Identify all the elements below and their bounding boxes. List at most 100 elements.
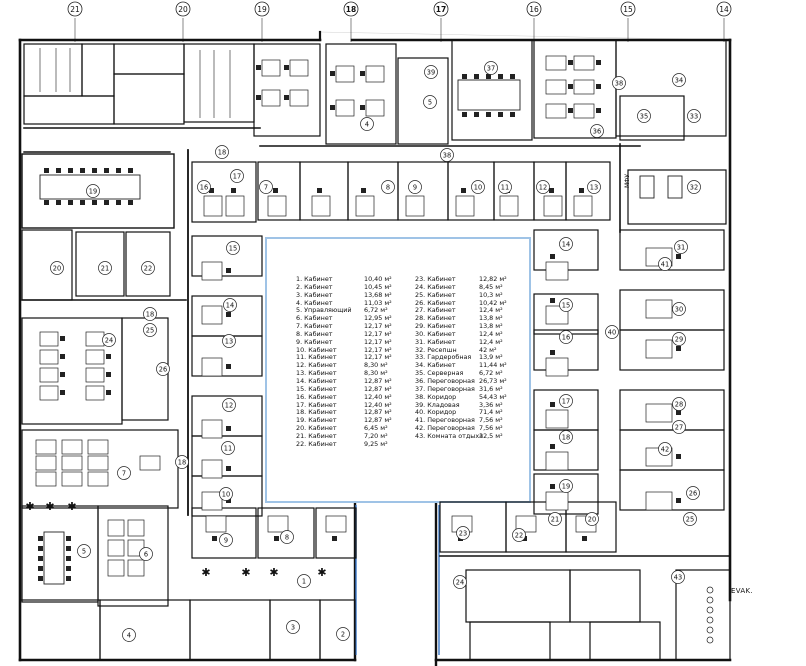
room-marker-label: 36 (593, 128, 601, 136)
room-marker-circle (175, 455, 189, 469)
room-outline (23, 95, 115, 125)
legend-room-area: 42 м² (479, 345, 497, 354)
legend-room-name: 25. Кабинет (415, 290, 456, 299)
chair (550, 298, 555, 303)
desk (107, 559, 125, 577)
room-marker-circle (156, 362, 170, 376)
room-marker-circle (219, 487, 233, 501)
legend-room-area: 3,36 м² (479, 400, 503, 409)
room-outline (189, 599, 271, 661)
legend-room-name: 18. Кабинет (296, 408, 337, 417)
axis-bubble (254, 1, 270, 17)
room-marker-label: 16 (200, 184, 208, 192)
room-marker-circle (683, 512, 697, 526)
legend-room-name: 10. Кабинет (296, 345, 337, 354)
room-marker-circle (658, 257, 672, 271)
chair (68, 168, 73, 173)
room-marker-circle (98, 261, 112, 275)
room-outline (589, 621, 661, 661)
chair (44, 168, 49, 173)
room-marker-circle (286, 620, 300, 634)
axis-label: 20 (178, 5, 188, 14)
plant-icon: ✱ (25, 500, 34, 513)
room-marker-label: 25 (146, 327, 154, 335)
desk (267, 515, 289, 533)
room-marker-circle (559, 298, 573, 312)
legend-room-name: 15. Кабинет (296, 384, 337, 393)
room-marker-circle (222, 398, 236, 412)
chair (550, 350, 555, 355)
room-marker-circle (223, 298, 237, 312)
lounge-seat (706, 606, 714, 614)
room-marker-circle (484, 61, 498, 75)
desk (205, 515, 227, 533)
desk (365, 65, 385, 83)
desk (365, 99, 385, 117)
room-marker-label: 33 (690, 113, 698, 121)
legend-room-area: 6,72 м² (364, 306, 388, 315)
room-marker-circle (590, 124, 604, 138)
chair (226, 426, 231, 431)
room-marker-label: 12 (539, 184, 547, 192)
legend-room-area: 7,56 м² (479, 416, 503, 425)
chair (284, 65, 289, 70)
room-marker-label: 14 (226, 302, 234, 310)
room-marker-label: 17 (562, 398, 570, 406)
legend-room-area: 10,42 м² (479, 298, 507, 307)
desk (39, 367, 59, 383)
chair (226, 312, 231, 317)
room-marker-circle (139, 547, 153, 561)
mfu-label: МФУ (624, 174, 631, 188)
table (457, 79, 521, 111)
courtyard (265, 237, 531, 503)
chair (330, 105, 335, 110)
desk (201, 357, 223, 377)
room-marker-circle (381, 180, 395, 194)
legend-room-area: 12,4 м² (479, 306, 503, 315)
legend-room-name: 2. Кабинет (296, 282, 333, 291)
chair (462, 74, 467, 79)
legend-room-area: 10,45 м² (364, 282, 392, 291)
room-outline (21, 229, 73, 301)
chair (38, 556, 43, 561)
legend-room-area: 8,45 м² (479, 282, 503, 291)
chair (498, 74, 503, 79)
room-marker-circle (672, 302, 686, 316)
desk (289, 89, 309, 107)
room-outline (99, 599, 191, 661)
room-marker-label: 29 (675, 336, 683, 344)
legend-room-name: 29. Кабинет (415, 322, 456, 331)
legend-room-area: 12,95 м² (364, 314, 392, 323)
legend-room-area: 12,87 м² (364, 416, 392, 425)
chair (284, 95, 289, 100)
room-marker-circle (117, 466, 131, 480)
legend-room-name: 42. Переговорная (415, 424, 475, 433)
chair (486, 74, 491, 79)
room-marker-label: 7 (122, 470, 126, 478)
room-outline (191, 507, 257, 559)
legend-room-name: 31. Кабинет (415, 337, 456, 346)
chair (498, 112, 503, 117)
room-marker-label: 38 (443, 152, 451, 160)
room-marker-label: 7 (264, 184, 268, 192)
legend-room-name: 22. Кабинет (296, 439, 337, 448)
chair (256, 65, 261, 70)
legend-room-area: 12,17 м² (364, 337, 392, 346)
desk (61, 455, 83, 471)
chair (104, 168, 109, 173)
axis-label: 21 (70, 5, 80, 14)
room-marker-circle (637, 109, 651, 123)
legend-room-name: 13. Кабинет (296, 369, 337, 378)
room-marker-label: 11 (501, 184, 509, 192)
room-marker-label: 2 (341, 631, 345, 639)
legend-room-area: 8,30 м² (364, 369, 388, 378)
room-marker-label: 13 (225, 338, 233, 346)
